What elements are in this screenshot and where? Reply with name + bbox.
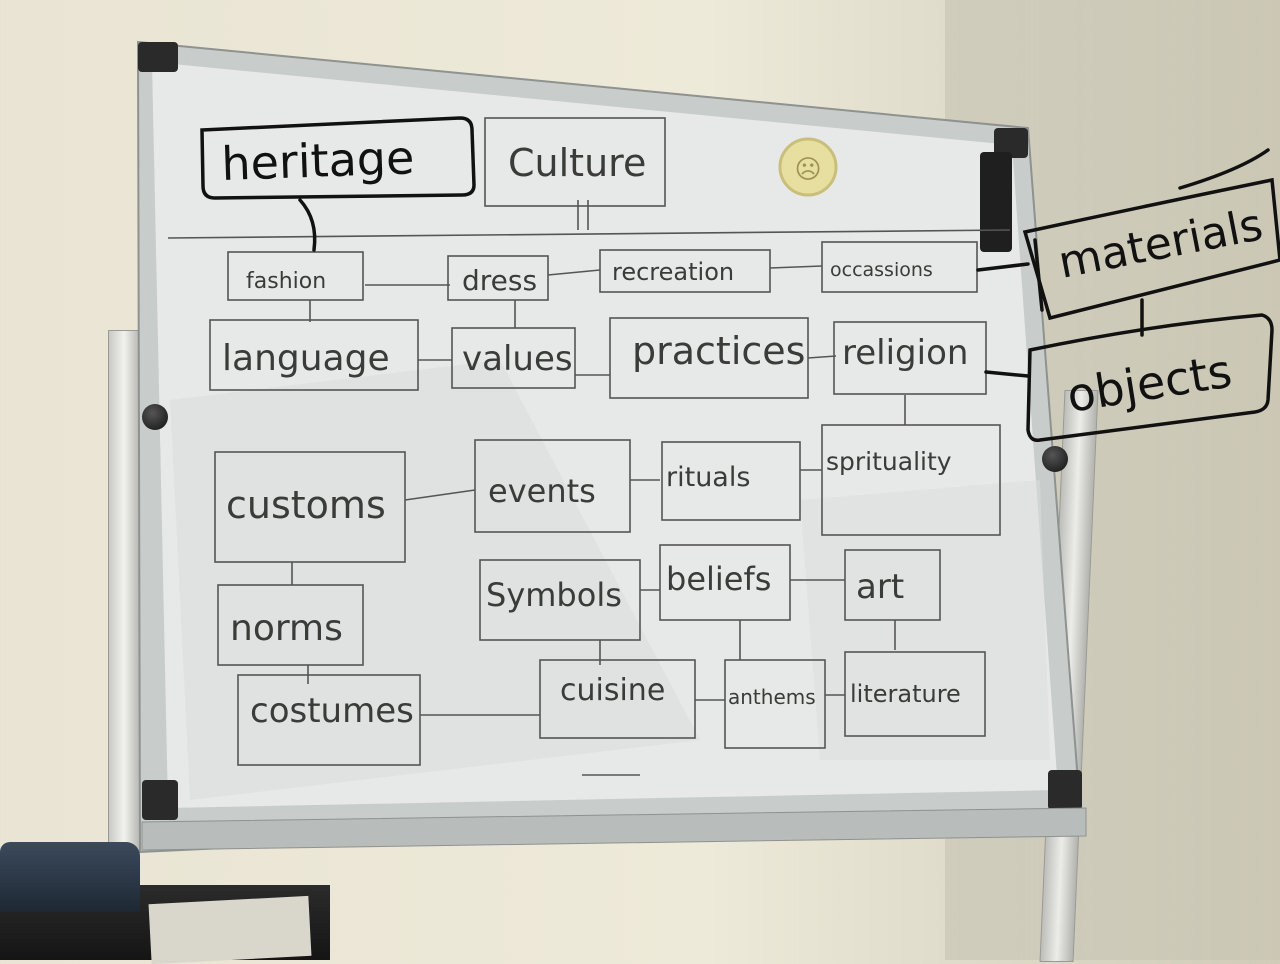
node-dress: dress [462, 264, 537, 297]
stand-knob-left [142, 404, 168, 430]
node-boxes [209, 117, 1001, 766]
marker-tray [141, 807, 1087, 851]
node-values: values [462, 339, 573, 379]
stand-left-leg [108, 330, 140, 852]
magnet-face-icon: ☹ [794, 155, 821, 185]
node-practices: practices [632, 329, 805, 373]
magnet [778, 137, 838, 197]
node-occassions: occassions [830, 259, 933, 281]
board-smudge [170, 360, 700, 800]
node-culture: Culture [508, 141, 646, 185]
node-literature: literature [850, 680, 961, 708]
corner-cap [994, 128, 1028, 158]
eraser [980, 152, 1012, 252]
node-fashion: fashion [246, 269, 326, 294]
node-events: events [488, 472, 596, 510]
node-language: language [222, 338, 390, 379]
corner-cap [138, 42, 178, 72]
node-beliefs: beliefs [666, 560, 771, 598]
desk-paper [148, 895, 312, 964]
corner-cap [142, 780, 178, 820]
connectors [167, 200, 1011, 776]
node-spirituality: sprituality [826, 447, 952, 476]
stand-knob-right [1042, 446, 1068, 472]
node-art: art [856, 567, 904, 607]
ink-annotations [200, 116, 1280, 443]
node-rituals: rituals [666, 462, 750, 493]
annotation-heritage: heritage [220, 130, 415, 191]
node-customs: customs [226, 483, 386, 527]
node-cuisine: cuisine [560, 673, 665, 708]
corner-cap [1048, 770, 1082, 810]
desk-box [0, 842, 140, 912]
node-symbols: Symbols [486, 576, 622, 614]
annotation-materials: materials [1054, 199, 1267, 288]
node-norms: norms [230, 608, 343, 649]
annotation-objects: objects [1063, 344, 1235, 423]
node-recreation: recreation [612, 258, 734, 286]
node-religion: religion [842, 333, 968, 373]
node-costumes: costumes [250, 691, 414, 731]
node-anthems: anthems [728, 685, 816, 709]
